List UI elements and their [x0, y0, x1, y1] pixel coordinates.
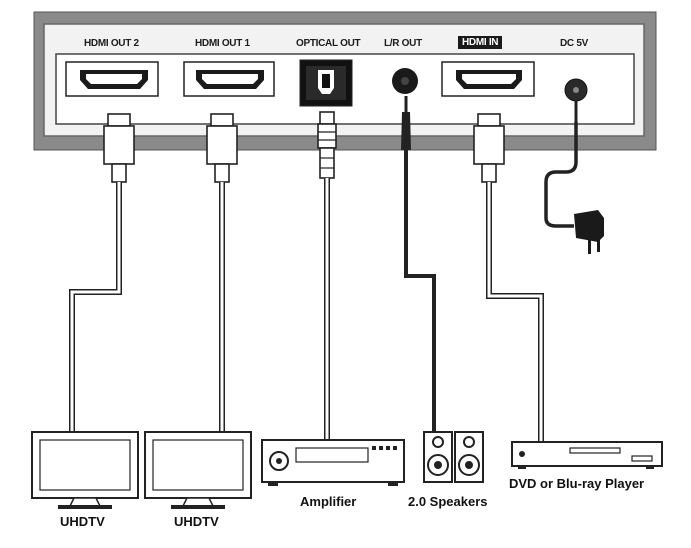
optical-out-label: OPTICAL OUT — [296, 38, 361, 49]
player-icon — [511, 441, 663, 469]
player-label: DVD or Blu-ray Player — [509, 476, 645, 491]
hdmi-out-1-port — [183, 61, 275, 97]
lr-out-label: L/R OUT — [384, 38, 422, 49]
hdmi-in-label: HDMI IN — [458, 36, 503, 49]
amplifier-icon — [261, 439, 405, 486]
power-adapter — [544, 100, 604, 254]
uhdtv-1-icon — [31, 431, 139, 509]
speakers-icon — [423, 431, 484, 483]
optical-cable — [317, 111, 337, 440]
hdmi-in-port — [441, 61, 535, 97]
hdmi-cable-out-2 — [69, 113, 135, 432]
dc-5v-port — [564, 78, 588, 102]
lr-out-port — [392, 68, 418, 94]
uhdtv-2-label: UHDTV — [174, 514, 219, 529]
speakers-label: 2.0 Speakers — [408, 494, 488, 509]
hdmi-cable-out-1 — [206, 113, 238, 432]
amplifier-label: Amplifier — [300, 494, 357, 509]
dc-5v-label: DC 5V — [560, 38, 588, 49]
uhdtv-1-label: UHDTV — [60, 514, 105, 529]
uhdtv-2-icon — [144, 431, 252, 509]
hdmi-cable-in — [473, 113, 544, 442]
hdmi-out-2-label: HDMI OUT 2 — [84, 38, 139, 49]
hdmi-out-2-port — [65, 61, 159, 97]
optical-out-port — [299, 59, 353, 107]
audio-cable — [401, 96, 436, 432]
hdmi-out-1-label: HDMI OUT 1 — [195, 38, 250, 49]
